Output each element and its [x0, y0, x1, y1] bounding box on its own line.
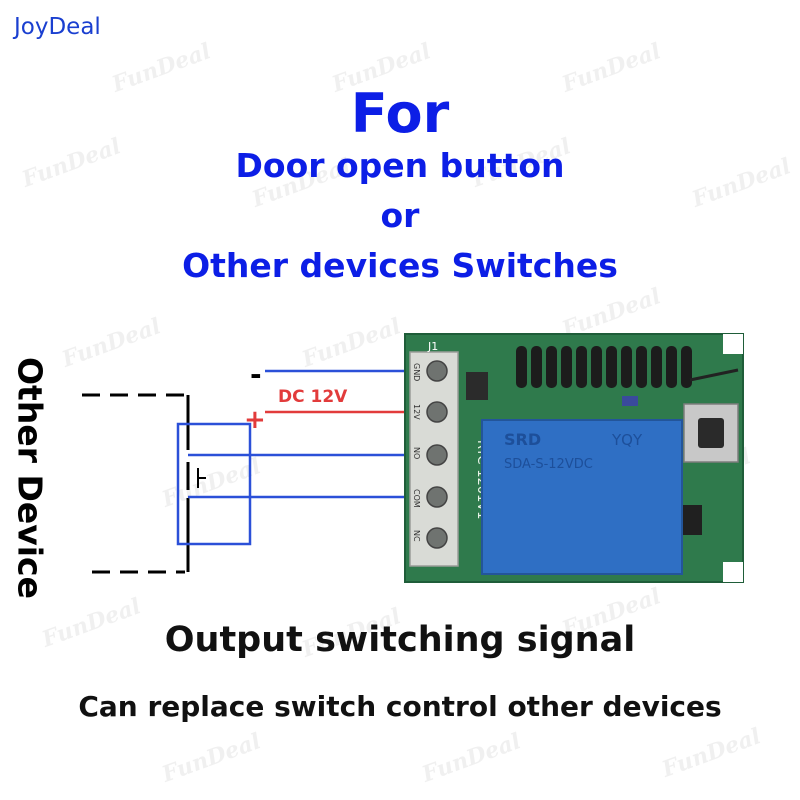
connector-label: J1	[427, 340, 438, 353]
coil-loop	[591, 346, 602, 388]
coil-loop	[651, 346, 662, 388]
heading-line-2: or	[380, 196, 420, 235]
small-component-2	[622, 396, 638, 406]
terminal-label-com: COM	[412, 489, 421, 508]
terminal-screws: GND 12V NO COM NC	[412, 360, 448, 549]
voltage-label: DC 12V	[278, 387, 348, 407]
antenna-wire	[689, 368, 739, 382]
terminal-label-gnd: GND	[412, 363, 421, 381]
led-component	[466, 372, 488, 400]
learn-button-base	[683, 403, 739, 463]
coil-loop	[606, 346, 617, 388]
heading-line-3: Other devices Switches	[182, 246, 618, 285]
relay-model: YQY	[611, 431, 643, 449]
terminal-screw-nc	[426, 527, 448, 549]
coil-loop	[516, 346, 527, 388]
terminal-screw-no	[426, 444, 448, 466]
coil-loop	[531, 346, 542, 388]
terminal-screw-gnd	[426, 360, 448, 382]
replace-caption: Can replace switch control other devices	[78, 690, 722, 723]
brand-label: JoyDeal	[14, 14, 101, 40]
switch-box	[176, 422, 252, 546]
pcb-notch-tl	[723, 334, 743, 354]
relay	[481, 419, 683, 575]
heading-line-1: Door open button	[235, 146, 565, 185]
coil-loop	[621, 346, 632, 388]
terminal-label-no: NO	[412, 447, 421, 459]
terminal-screw-com	[426, 486, 448, 508]
small-component	[682, 505, 702, 535]
coil-loop	[576, 346, 587, 388]
pcb-notch-bl	[723, 562, 743, 582]
relay-brand: SRD	[504, 430, 541, 449]
coil-loop	[636, 346, 647, 388]
coil-loop	[546, 346, 557, 388]
learn-button	[698, 418, 724, 448]
terminal-label-12v: 12V	[412, 404, 421, 420]
terminal-label-nc: NC	[412, 530, 421, 542]
output-caption: Output switching signal	[164, 620, 636, 660]
relay-spec: SDA-S-12VDC	[504, 457, 593, 472]
coil-loop	[666, 346, 677, 388]
antenna-coil	[516, 346, 692, 388]
terminal-screw-12v	[426, 401, 448, 423]
plus-sign: +	[244, 405, 266, 435]
coil-loop	[561, 346, 572, 388]
minus-sign: -	[250, 358, 262, 391]
heading-for: For	[350, 82, 450, 145]
coil-loop	[681, 346, 692, 388]
